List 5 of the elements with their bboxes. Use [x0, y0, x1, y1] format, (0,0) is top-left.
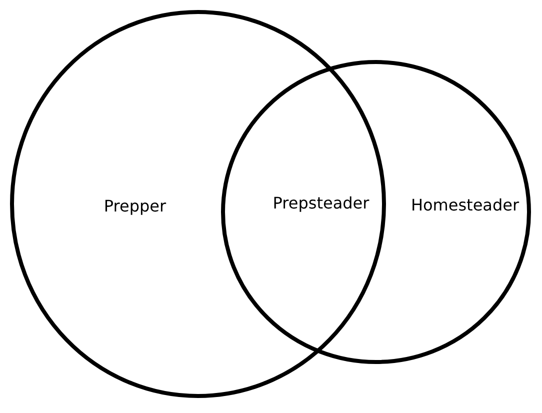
set-label: Homesteader — [410, 196, 520, 214]
set-label: Prepper — [104, 196, 166, 216]
venn-circle — [10, 10, 386, 398]
venn-circle — [221, 60, 531, 364]
overlap-label: Prepsteader — [272, 194, 370, 212]
